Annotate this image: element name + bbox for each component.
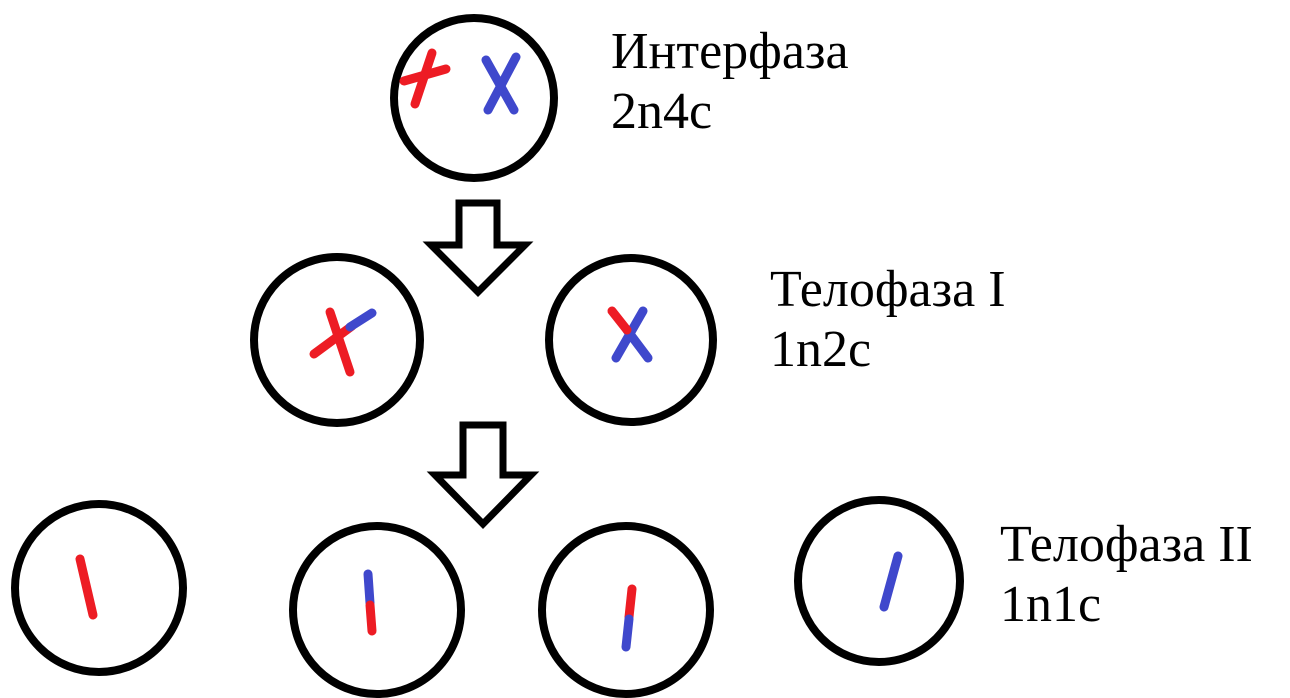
cell-outline <box>794 496 964 666</box>
stage-formula: 2n4c <box>611 83 713 140</box>
cell-outline <box>250 253 424 427</box>
cell-outline <box>289 522 465 698</box>
telophase1-cell-left <box>250 253 424 427</box>
interphase-label: Интерфаза 2n4c <box>611 22 849 142</box>
chromatid <box>325 307 355 377</box>
down-arrow-icon <box>426 421 540 530</box>
chromosome-blue-segment <box>621 614 634 652</box>
recombinant-chromosome <box>607 306 653 363</box>
chromosome-red-segment <box>365 600 377 636</box>
telophase1-cell-right <box>545 254 717 426</box>
chromatid <box>309 321 357 359</box>
cell-outline <box>11 500 187 676</box>
stage-name: Телофаза I <box>770 261 1006 318</box>
stage-name: Телофаза II <box>1000 516 1253 573</box>
chromosome <box>879 551 903 612</box>
paternal-chromosome <box>481 52 521 115</box>
stage-formula: 1n2c <box>770 321 872 378</box>
chromatid <box>483 52 521 115</box>
telophase2-cell-2 <box>289 522 465 698</box>
down-arrow-icon <box>422 199 534 297</box>
cell-outline <box>390 14 558 182</box>
maternal-chromosome <box>399 48 451 109</box>
recombinant-chromosome <box>309 307 377 377</box>
stage-name: Интерфаза <box>611 23 849 80</box>
interphase-cell <box>390 14 558 182</box>
telophase2-cell-4 <box>794 496 964 666</box>
telophase2-cell-1 <box>11 500 187 676</box>
stage-formula: 1n1c <box>1000 576 1102 633</box>
cell-outline <box>545 254 717 426</box>
telophase1-label: Телофаза I 1n2c <box>770 260 1006 380</box>
cell-outline <box>538 522 714 698</box>
chromatid <box>399 64 451 86</box>
telophase2-cell-3 <box>538 522 714 698</box>
chromosome-blue-segment <box>363 569 375 608</box>
telophase2-label: Телофаза II 1n1c <box>1000 515 1253 635</box>
crossover-segment <box>607 306 632 335</box>
crossover-segment <box>345 308 377 332</box>
chromosome-red-segment <box>624 584 637 622</box>
chromatid <box>611 306 648 363</box>
chromosome <box>75 554 98 620</box>
